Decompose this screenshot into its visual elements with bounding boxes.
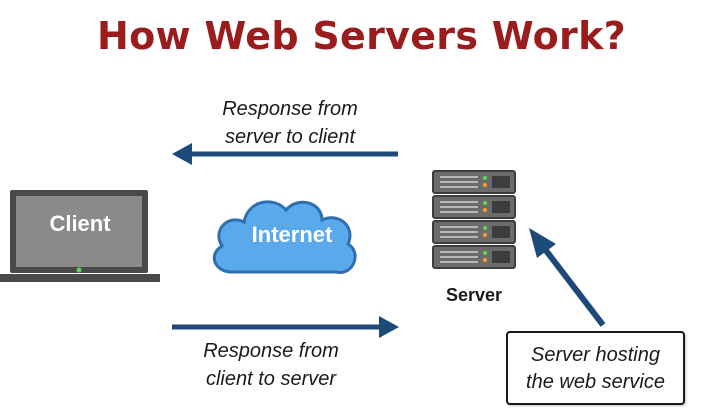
server-rack-icon [432, 170, 516, 269]
laptop-icon [0, 190, 160, 282]
page-title: How Web Servers Work? [96, 14, 627, 58]
server-hosting-callout: Server hosting the web service [506, 331, 685, 405]
label-line: Response from [203, 340, 339, 362]
arrow-client-to-server [172, 316, 399, 338]
callout-line: the web service [526, 371, 665, 393]
response-server-to-client-label: Response from server to client [200, 95, 380, 151]
server-label: Server [445, 285, 503, 305]
callout-text: Server hosting the web service [508, 342, 683, 396]
label-line: server to client [224, 126, 356, 148]
callout-line: Server hosting [531, 344, 660, 366]
label-line: client to server [205, 368, 337, 390]
arrow-callout-to-server [529, 228, 606, 327]
label-line: Response from [222, 98, 358, 120]
arrow-server-to-client [172, 143, 398, 165]
internet-label: Internet [251, 222, 333, 247]
response-client-to-server-label: Response from client to server [186, 337, 356, 393]
client-label: Client [49, 211, 111, 236]
cloud-icon [212, 200, 357, 274]
